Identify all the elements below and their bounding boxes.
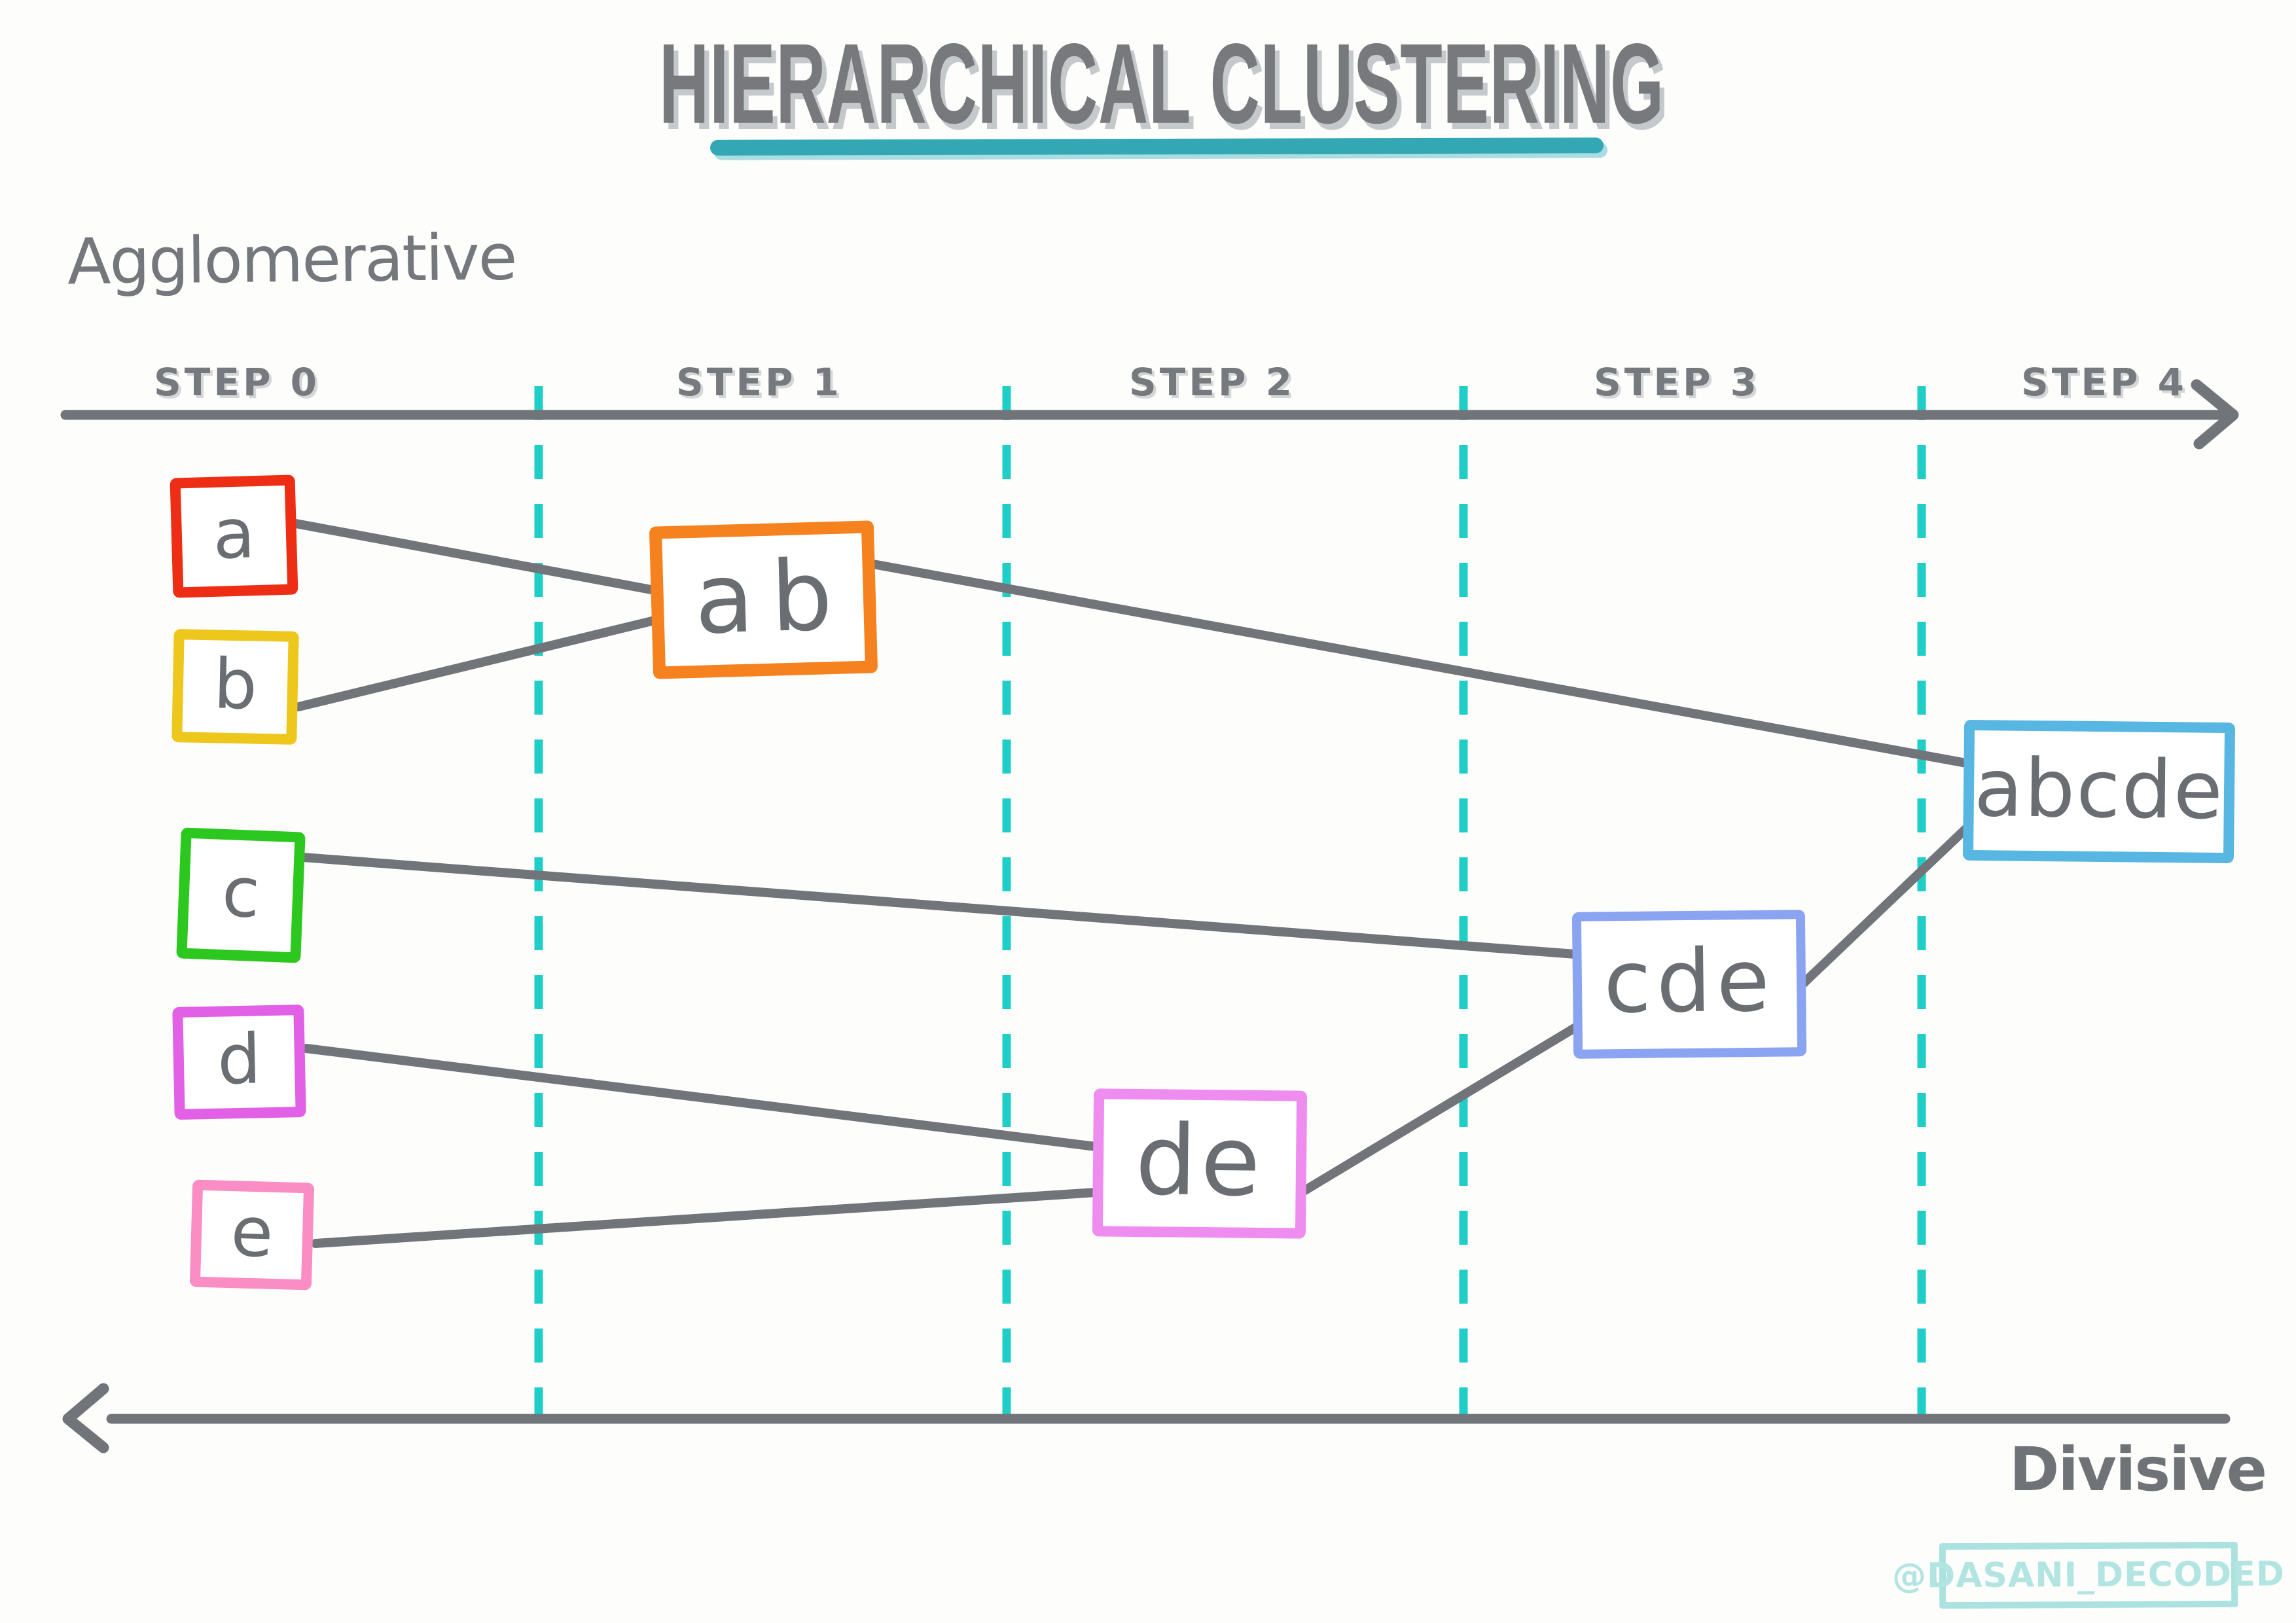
cluster-label-cde: cde	[1603, 930, 1776, 1033]
edge-cde-abcde	[1799, 824, 1971, 988]
divisive-arrowhead-icon	[62, 1383, 109, 1454]
cluster-box-cde: cde	[1571, 910, 1807, 1059]
edge-e-de	[311, 1188, 1100, 1248]
edge-de-cde	[1299, 1023, 1580, 1196]
cluster-label-e: e	[230, 1192, 275, 1273]
cluster-label-a: a	[211, 493, 257, 575]
cluster-box-ab: ab	[649, 520, 878, 679]
edge-a-ab	[291, 519, 659, 595]
step-label-2: STEP 2	[1128, 360, 1296, 404]
cluster-box-d: d	[172, 1004, 306, 1120]
step-label-3: STEP 3	[1593, 360, 1761, 404]
divisive-label: Divisive	[2009, 1435, 2267, 1505]
cluster-label-d: d	[216, 1019, 262, 1100]
edge-b-ab	[294, 616, 659, 711]
edge-c-cde	[298, 853, 1580, 959]
agglomerative-label: Agglomerative	[67, 220, 516, 299]
cluster-label-abcde: abcde	[1973, 741, 2225, 837]
step-label-1: STEP 1	[675, 360, 843, 404]
watermark-badge: @DASANI_DECODED	[1892, 1541, 2285, 1609]
cluster-label-b: b	[212, 643, 259, 725]
cluster-box-de: de	[1092, 1088, 1308, 1239]
cluster-box-abcde: abcde	[1962, 719, 2236, 864]
cluster-box-e: e	[189, 1179, 315, 1291]
title-underline	[709, 137, 1604, 156]
cluster-label-de: de	[1134, 1103, 1265, 1219]
cluster-box-c: c	[176, 827, 306, 963]
cluster-label-ab: ab	[692, 538, 852, 656]
watermark-text: @DASANI_DECODED	[1892, 1554, 2286, 1596]
cluster-box-a: a	[170, 474, 298, 598]
edge-ab-abcde	[869, 560, 1971, 768]
page-title: HIERARCHICAL CLUSTERING	[533, 18, 1790, 147]
step-label-4: STEP 4	[2020, 360, 2188, 404]
agglomerative-arrowhead-icon	[2191, 379, 2239, 450]
page-title-text: HIERARCHICAL CLUSTERING	[659, 20, 1664, 147]
edge-d-de	[302, 1044, 1100, 1151]
cluster-label-c: c	[220, 851, 262, 934]
step-label-0: STEP 0	[153, 360, 321, 404]
cluster-box-b: b	[171, 629, 299, 745]
